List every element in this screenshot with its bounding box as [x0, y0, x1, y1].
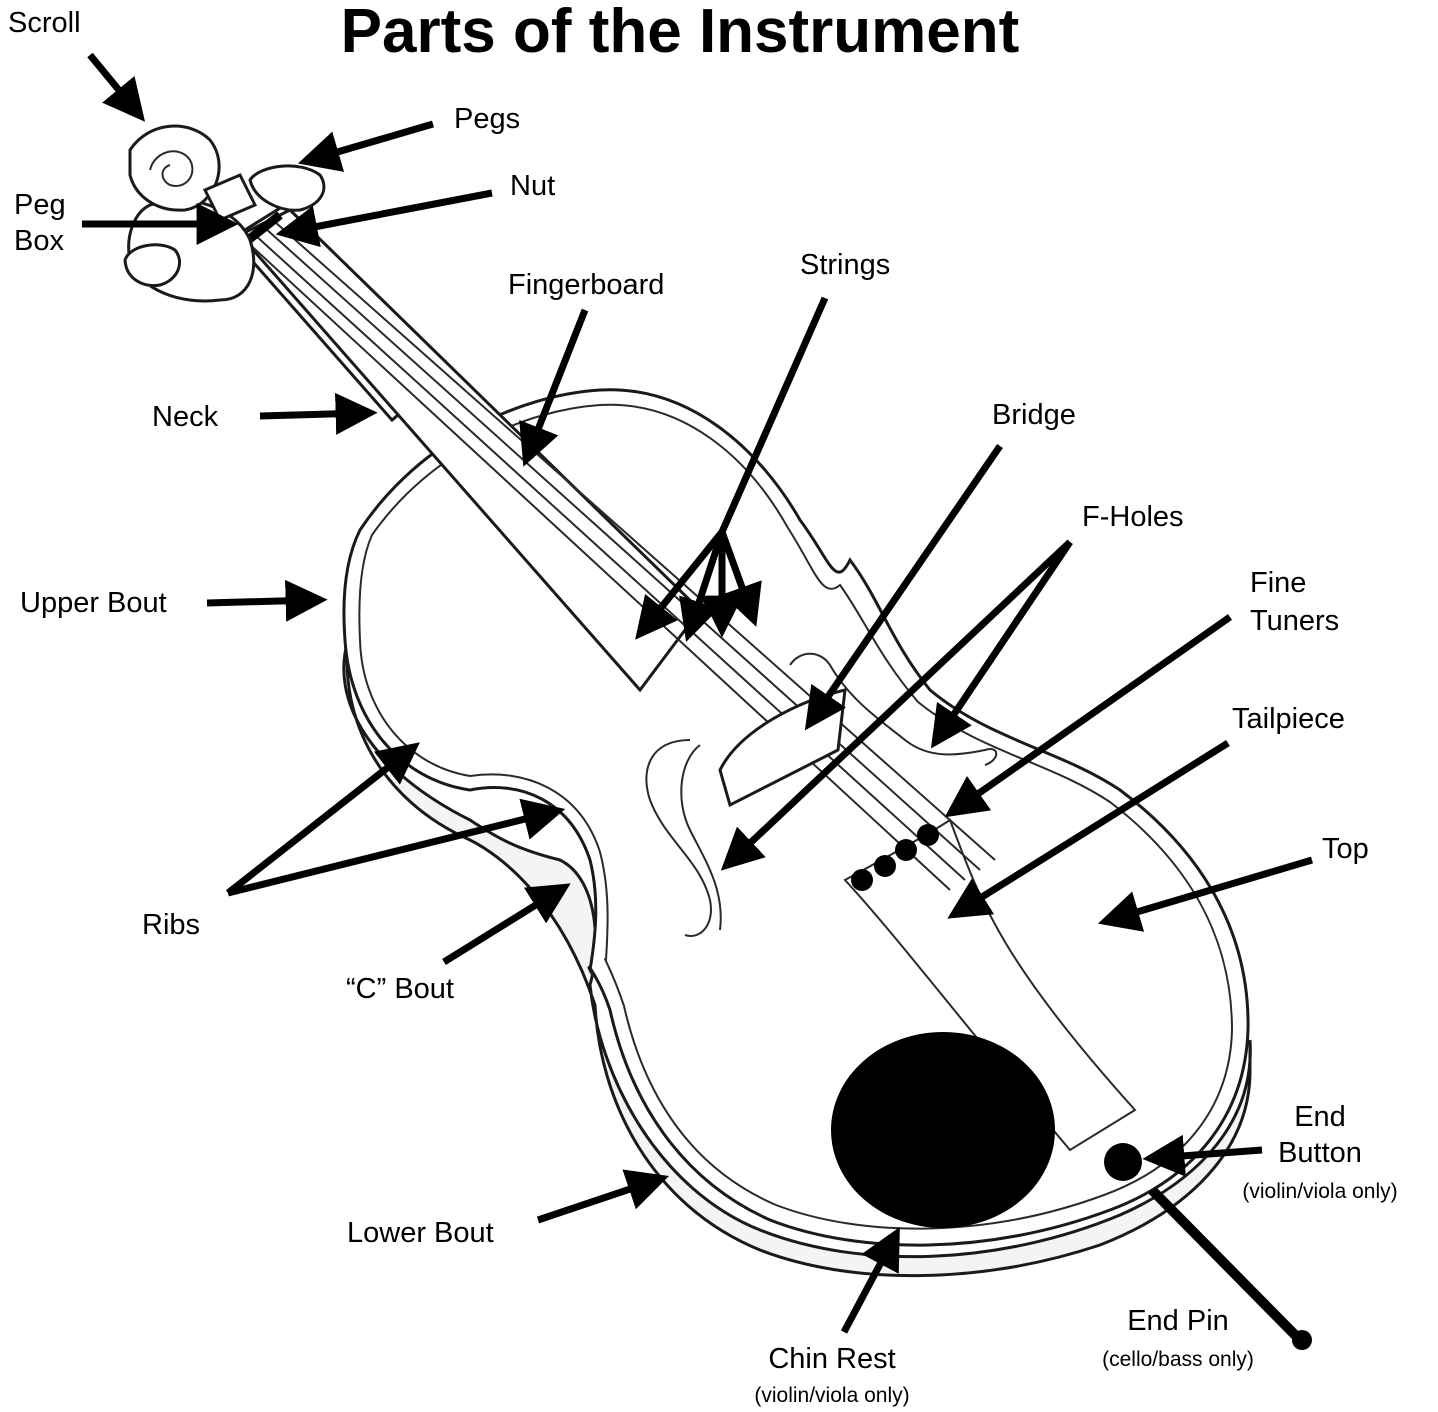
arrow-f-holes-right	[938, 542, 1070, 738]
label-tailpiece: Tailpiece	[1232, 703, 1345, 735]
arrow-scroll	[90, 55, 137, 112]
label-end-button-note: (violin/viola only)	[1242, 1180, 1397, 1203]
label-chin-rest-note: (violin/viola only)	[754, 1384, 909, 1407]
label-pegs: Pegs	[454, 103, 520, 135]
label-peg-box-line2: Box	[14, 225, 64, 257]
chin-rest	[831, 1032, 1055, 1228]
label-strings: Strings	[800, 249, 890, 281]
violin-illustration	[125, 126, 1312, 1350]
arrow-pegs	[310, 124, 433, 160]
arrow-upper-bout	[207, 600, 315, 603]
end-button	[1104, 1143, 1142, 1181]
label-end-pin: End Pin	[1127, 1305, 1229, 1337]
label-neck: Neck	[152, 401, 219, 433]
label-end-button-line2: Button	[1278, 1137, 1362, 1169]
violin-peg-right	[250, 166, 324, 210]
label-bridge: Bridge	[992, 399, 1076, 431]
label-c-bout: “C” Bout	[346, 973, 454, 1005]
violin-scroll	[130, 126, 219, 210]
label-end-pin-note: (cello/bass only)	[1102, 1348, 1254, 1371]
page-title: Parts of the Instrument	[341, 0, 1020, 66]
label-ribs: Ribs	[142, 909, 200, 941]
label-nut: Nut	[510, 170, 555, 202]
label-upper-bout: Upper Bout	[20, 587, 167, 619]
label-end-button-line1: End	[1294, 1101, 1346, 1133]
arrow-c-bout	[444, 890, 560, 962]
label-chin-rest: Chin Rest	[768, 1343, 895, 1375]
label-f-holes: F-Holes	[1082, 501, 1184, 533]
label-lower-bout: Lower Bout	[347, 1217, 494, 1249]
violin-peg-left	[125, 245, 180, 286]
label-fine-tuners-line1: Fine	[1250, 567, 1306, 599]
label-peg-box-line1: Peg	[14, 189, 66, 221]
label-fingerboard: Fingerboard	[508, 269, 664, 301]
label-top: Top	[1322, 833, 1369, 865]
end-pin-tip	[1292, 1330, 1312, 1350]
label-fine-tuners-line2: Tuners	[1250, 605, 1339, 637]
arrow-neck	[260, 413, 365, 416]
arrow-lower-bout	[538, 1180, 657, 1220]
label-scroll: Scroll	[8, 7, 81, 39]
